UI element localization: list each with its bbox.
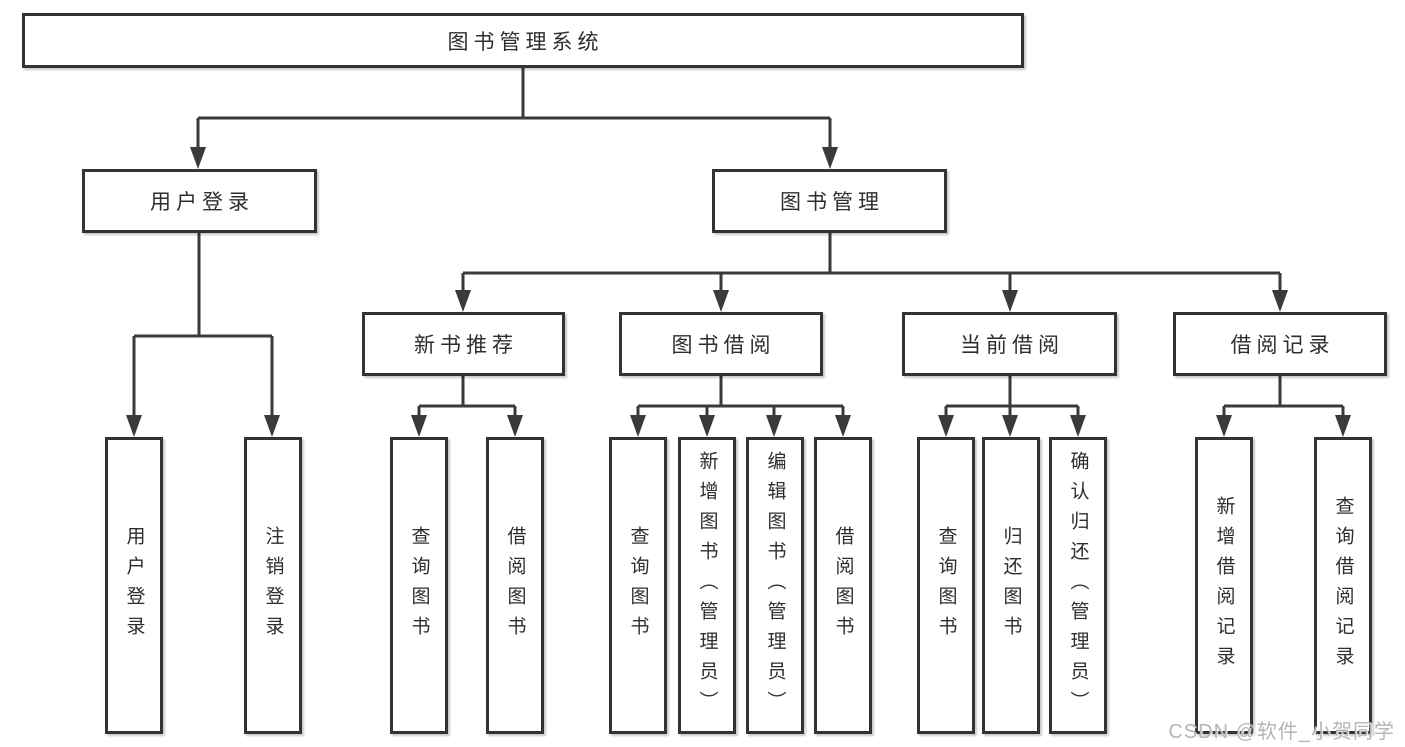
node-label: 用户登录 (123, 525, 145, 646)
node-login: 用户登录 (105, 437, 163, 734)
node-borrow-books-1: 借阅图书 (486, 437, 544, 734)
connector-borrow-records-children (1222, 376, 1345, 416)
node-label: 查询图书 (408, 525, 430, 646)
node-new-book-recommend: 新书推荐 (362, 312, 565, 376)
node-query-borrow-record: 查询借阅记录 (1314, 437, 1372, 734)
connector-new-book-rec-children (417, 376, 517, 416)
node-query-books-3: 查询图书 (917, 437, 975, 734)
node-label: 当前借阅 (960, 334, 1064, 357)
node-logout: 注销登录 (244, 437, 302, 734)
node-add-borrow-record: 新增借阅记录 (1195, 437, 1253, 734)
node-label: 借阅图书 (504, 525, 526, 646)
node-label: 查询借阅记录 (1332, 495, 1354, 676)
node-label: 查询图书 (627, 525, 649, 646)
node-label: 借阅图书 (832, 525, 854, 646)
node-label: 注销登录 (262, 525, 284, 646)
node-label: 新增借阅记录 (1213, 495, 1235, 676)
node-book-management: 图书管理 (712, 169, 947, 233)
connector-book-borrow-children (636, 376, 845, 416)
node-query-books-2: 查询图书 (609, 437, 667, 734)
node-label: 图书管理 (780, 191, 884, 214)
node-book-borrow: 图书借阅 (619, 312, 823, 376)
node-return-books: 归还图书 (982, 437, 1040, 734)
node-label: 归还图书 (1000, 525, 1022, 646)
node-label: 借阅记录 (1230, 334, 1335, 357)
node-label: 用户登录 (150, 191, 254, 214)
node-label: 新书推荐 (414, 334, 518, 357)
connector-current-borrow-children (944, 376, 1080, 416)
node-label: 确认归还（管理员） (1067, 450, 1089, 721)
watermark-text: CSDN @软件_小贺同学 (1168, 721, 1395, 743)
node-query-books-1: 查询图书 (390, 437, 448, 734)
node-current-borrow: 当前借阅 (902, 312, 1117, 376)
node-label: 新增图书（管理员） (696, 450, 718, 721)
node-label: 图书管理系统 (447, 30, 604, 54)
node-label: 图书借阅 (671, 334, 776, 357)
node-label: 编辑图书（管理员） (764, 450, 786, 721)
node-edit-book-admin: 编辑图书（管理员） (746, 437, 804, 734)
node-add-book-admin: 新增图书（管理员） (678, 437, 736, 734)
connector-book-management-children (461, 233, 1282, 291)
connector-user-login-children (132, 233, 274, 416)
arrowhead-icons (126, 147, 1351, 437)
node-borrow-records: 借阅记录 (1173, 312, 1387, 376)
node-label: 查询图书 (935, 525, 957, 646)
node-borrow-books-2: 借阅图书 (814, 437, 872, 734)
node-confirm-return-admin: 确认归还（管理员） (1049, 437, 1107, 734)
connector-root-to-level2 (196, 68, 832, 148)
node-root: 图书管理系统 (22, 13, 1024, 68)
node-user-login: 用户登录 (82, 169, 317, 233)
